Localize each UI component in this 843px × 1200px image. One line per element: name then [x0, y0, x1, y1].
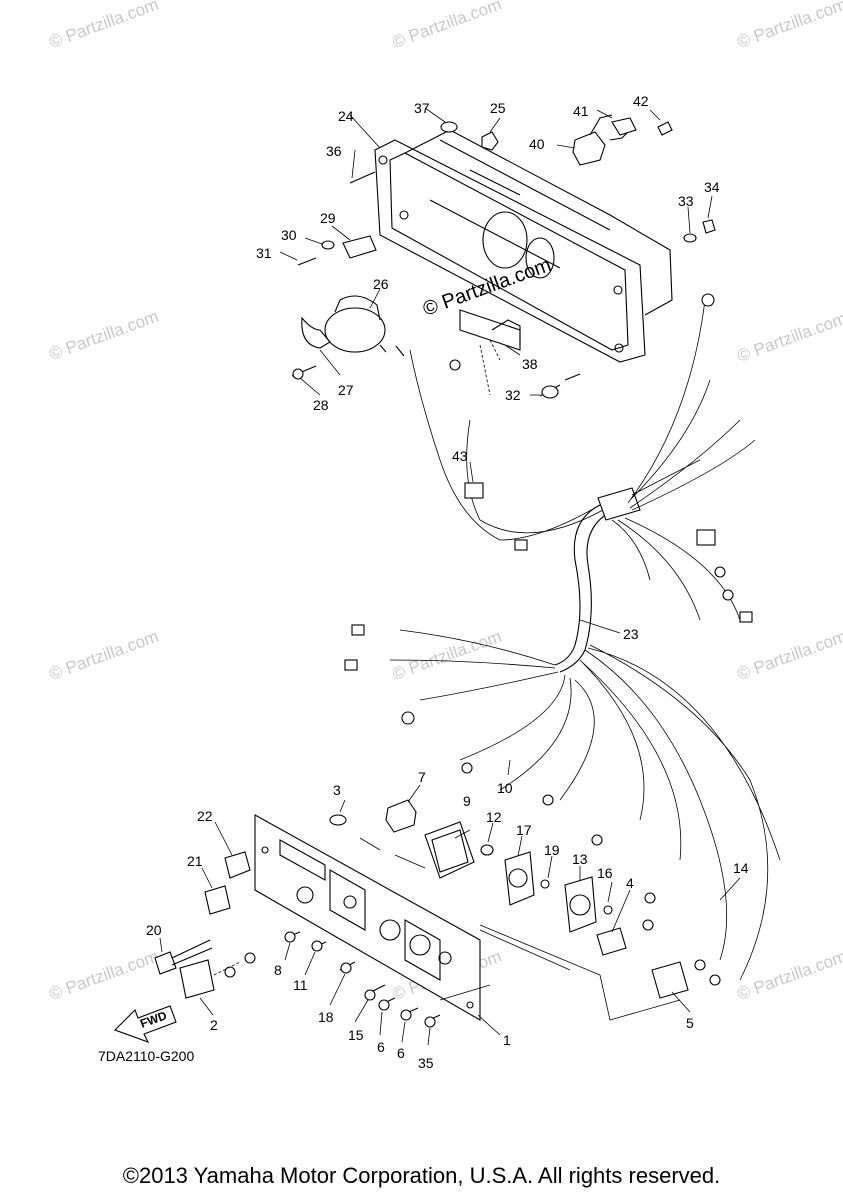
watermark-text: © Partzilla.com — [47, 627, 161, 684]
watermark-text: © Partzilla.com — [735, 309, 843, 366]
callout-34: 34 — [704, 179, 720, 195]
diagram-code: 7DA2110-G200 — [98, 1048, 195, 1064]
callout-13: 13 — [572, 851, 588, 867]
wiring-harness — [344, 293, 781, 986]
callout-29: 29 — [320, 210, 336, 226]
watermark-text: © Partzilla.com — [735, 627, 843, 684]
watermark-text: © Partzilla.com — [47, 0, 161, 52]
capacitor — [301, 295, 405, 357]
callout-16: 16 — [597, 865, 613, 881]
callout-36: 36 — [326, 143, 342, 159]
callout-27: 27 — [338, 382, 354, 398]
callout-21: 21 — [187, 853, 203, 869]
callout-42: 42 — [633, 93, 649, 109]
callout-4: 4 — [626, 875, 634, 891]
callout-3: 3 — [333, 782, 341, 798]
callout-8: 8 — [274, 962, 282, 978]
watermark-text: © Partzilla.com — [47, 947, 161, 1004]
callout-labels: 1 2 3 4 5 6 6 7 8 9 10 11 12 13 14 15 16… — [146, 93, 749, 1071]
panel-components — [154, 799, 689, 1028]
callout-25: 25 — [490, 100, 506, 116]
junction-box — [374, 129, 673, 396]
callout-35: 35 — [418, 1055, 434, 1071]
callout-28: 28 — [313, 397, 329, 413]
callout-10: 10 — [497, 780, 513, 796]
callout-7: 7 — [418, 769, 426, 785]
callout-20: 20 — [146, 922, 162, 938]
callout-15: 15 — [348, 1027, 364, 1043]
callout-43: 43 — [452, 448, 468, 464]
callout-31: 31 — [256, 245, 272, 261]
callout-26: 26 — [373, 276, 389, 292]
callout-30: 30 — [281, 227, 297, 243]
callout-11: 11 — [293, 977, 308, 993]
fwd-arrow: FWD — [114, 1005, 177, 1043]
watermark-text: © Partzilla.com — [735, 0, 843, 52]
callout-6b: 6 — [397, 1045, 405, 1061]
callout-18: 18 — [318, 1009, 334, 1025]
callout-5: 5 — [686, 1015, 694, 1031]
callout-38: 38 — [522, 356, 538, 372]
callout-41: 41 — [573, 103, 589, 119]
callout-23: 23 — [623, 626, 639, 642]
watermark-text: © Partzilla.com — [390, 627, 504, 684]
callout-33: 33 — [678, 193, 694, 209]
control-panel — [254, 814, 481, 1021]
callout-40: 40 — [529, 136, 545, 152]
callout-2: 2 — [210, 1017, 218, 1033]
callout-9: 9 — [463, 793, 471, 809]
callout-22: 22 — [197, 808, 213, 824]
callout-1: 1 — [503, 1032, 511, 1048]
copyright-notice: ©2013 Yamaha Motor Corporation, U.S.A. A… — [122, 1163, 721, 1188]
callout-19: 19 — [544, 842, 560, 858]
leader-lines — [159, 107, 741, 1046]
callout-14: 14 — [733, 860, 749, 876]
callout-32: 32 — [505, 387, 521, 403]
callout-6a: 6 — [377, 1039, 385, 1055]
callout-12: 12 — [486, 809, 502, 825]
watermark-text: © Partzilla.com — [390, 0, 504, 52]
callout-37: 37 — [414, 100, 430, 116]
callout-24: 24 — [338, 108, 354, 124]
watermark-text: © Partzilla.com — [47, 307, 161, 364]
callout-17: 17 — [516, 822, 532, 838]
